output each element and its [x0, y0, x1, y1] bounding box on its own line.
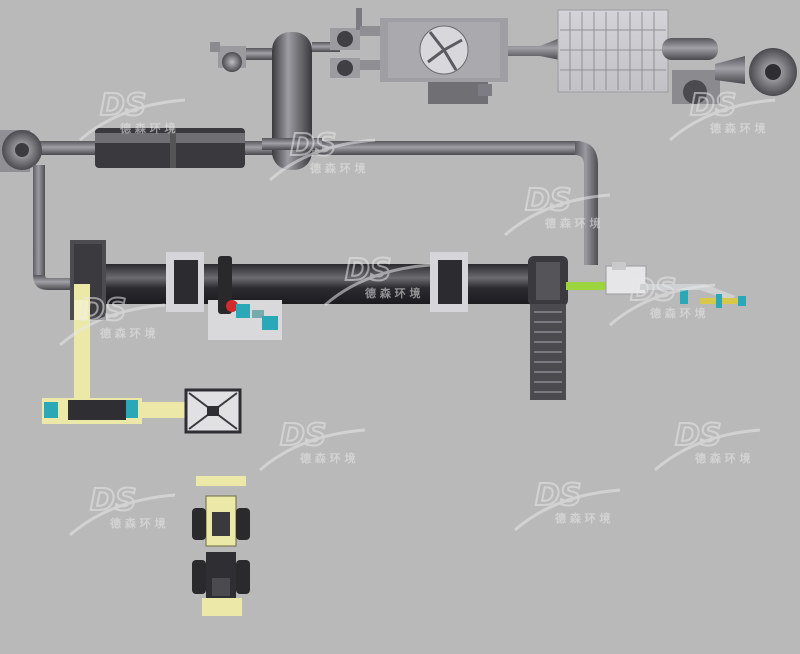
- watermark-subtitle: 德 森 环 境: [649, 306, 706, 320]
- watermark-subtitle: 德 森 环 境: [709, 121, 766, 135]
- watermark-swoosh: [69, 493, 176, 537]
- ds-watermark-logo: DS德 森 环 境: [269, 127, 376, 182]
- ds-watermark-logo: DS德 森 环 境: [259, 417, 366, 472]
- cooling-tower: [380, 18, 508, 104]
- ds-watermark-logo: DS德 森 环 境: [669, 87, 776, 142]
- ds-watermark-logo: DS德 森 环 境: [59, 292, 166, 347]
- support-roller-1: [166, 252, 204, 312]
- ds-watermark-logo: DS德 森 环 境: [69, 482, 176, 537]
- watermark-subtitle: 德 森 环 境: [109, 516, 166, 530]
- bag-filter: [557, 9, 718, 93]
- flue-gas-pipe-left: [33, 165, 72, 290]
- horizontal-cooler: [95, 128, 245, 168]
- watermark-logo-text: DS: [535, 478, 582, 513]
- ds-watermark-logo: DS德 森 环 境: [504, 182, 611, 237]
- watermark-logo-text: DS: [525, 183, 572, 218]
- induced-draft-fan-right: [672, 48, 797, 104]
- watermark-subtitle: 德 森 环 境: [119, 121, 176, 135]
- watermark-logo-text: DS: [280, 418, 327, 453]
- bucket-elevator: [74, 284, 90, 404]
- watermark-logo-text: DS: [690, 88, 737, 123]
- ds-watermark-logo: DS德 森 环 境: [324, 252, 431, 307]
- watermark-logo-text: DS: [630, 273, 677, 308]
- watermark-logo-text: DS: [100, 88, 147, 123]
- watermark-subtitle: 德 森 环 境: [554, 511, 611, 525]
- ds-watermark-logo: DS德 森 环 境: [654, 417, 761, 472]
- kiln-tail-housing: [528, 256, 568, 306]
- wheel-loader-2: [192, 552, 250, 616]
- watermark-swoosh: [269, 138, 376, 182]
- induced-draft-fan-left: [0, 130, 42, 172]
- watermark-swoosh: [504, 193, 611, 237]
- ash-hopper: [184, 388, 242, 434]
- wheel-loader-1: [192, 476, 250, 547]
- watermark-subtitle: 德 森 环 境: [364, 286, 421, 300]
- watermark-swoosh: [514, 488, 621, 532]
- support-roller-2: [430, 252, 468, 312]
- watermark-swoosh: [59, 303, 166, 347]
- duct-to-filter: [508, 38, 560, 60]
- cyclone-group: [330, 8, 382, 78]
- belt-conveyor: [140, 402, 186, 418]
- watermark-swoosh: [669, 98, 776, 142]
- watermark-logo-text: DS: [290, 128, 337, 163]
- watermark-swoosh: [259, 428, 366, 472]
- watermark-subtitle: 德 森 环 境: [694, 451, 751, 465]
- watermark-subtitle: 德 森 环 境: [299, 451, 356, 465]
- ds-watermark-logo: DS德 森 环 境: [79, 87, 186, 142]
- watermark-swoosh: [609, 283, 716, 327]
- ds-watermark-logo: DS德 森 环 境: [609, 272, 716, 327]
- watermark-swoosh: [654, 428, 761, 472]
- watermark-logo-text: DS: [80, 293, 127, 328]
- watermark-logo-text: DS: [345, 253, 392, 288]
- watermark-logo-text: DS: [90, 483, 137, 518]
- chain-conveyor: [530, 304, 566, 400]
- watermark-subtitle: 德 森 环 境: [544, 216, 601, 230]
- secondary-combustion-chamber: [246, 32, 340, 170]
- feed-screw: [566, 262, 746, 308]
- watermark-swoosh: [324, 263, 431, 307]
- screw-feeder: [42, 398, 142, 424]
- watermark-subtitle: 德 森 环 境: [99, 326, 156, 340]
- watermark-swoosh: [79, 98, 186, 142]
- blower-fan: [210, 42, 246, 72]
- ds-watermark-logo: DS德 森 环 境: [514, 477, 621, 532]
- watermark-subtitle: 德 森 环 境: [309, 161, 366, 175]
- watermark-logo-text: DS: [675, 418, 722, 453]
- kiln-drive: [208, 256, 282, 340]
